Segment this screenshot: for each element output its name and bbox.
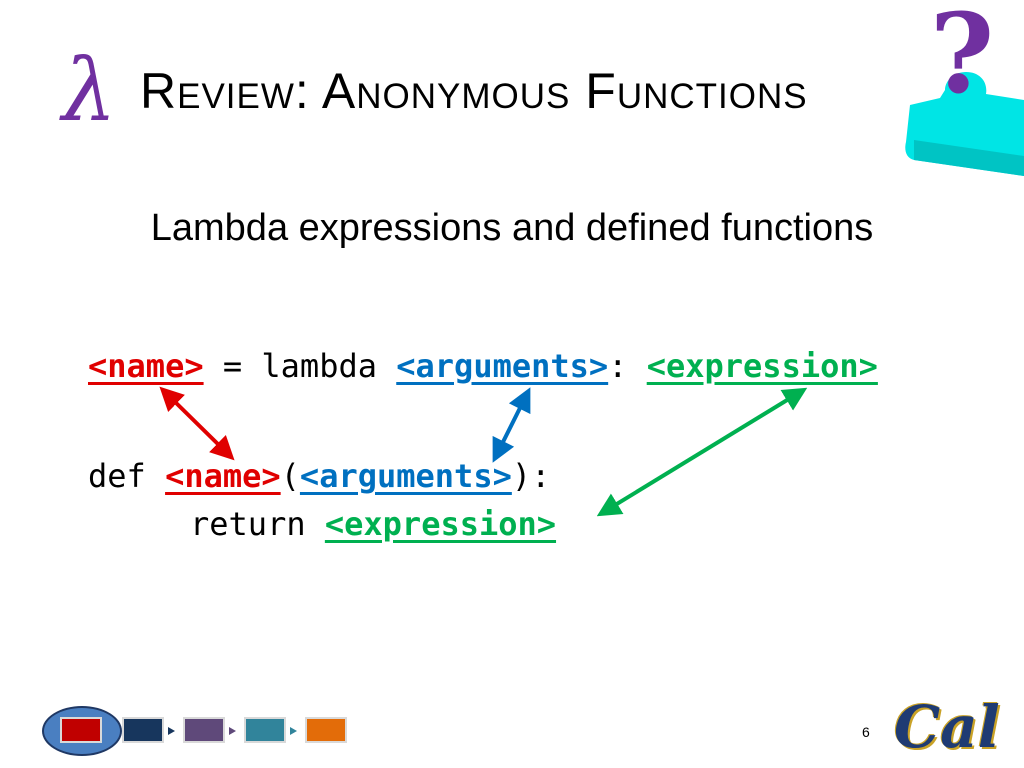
question-figure-shade [914,140,1024,176]
lambda-expression-token: <expression> [646,347,878,385]
nav-section-1[interactable] [60,717,102,743]
question-mark-icon: ? [905,0,1024,176]
page-number: 6 [862,724,870,740]
nav-arrow-4 [290,727,297,735]
nav-section-4[interactable] [244,717,286,743]
question-glyph: ? [930,0,994,118]
def-keyword: def [88,457,166,495]
lambda-assignment-line: <name> = lambda <arguments>: <expression… [88,350,878,382]
def-name-token: <name> [165,457,281,495]
slide-title: Review: Anonymous Functions [140,63,808,119]
lambda-keyword-text: = lambda [203,347,397,385]
lambda-icon: λ [62,41,117,141]
cal-logo: Cal [894,693,1000,761]
slide-navigation [40,704,370,758]
nav-arrow-2 [168,727,175,735]
def-header-line: def <name>(<arguments>): [88,460,550,492]
nav-section-5[interactable] [305,717,347,743]
nav-section-3[interactable] [183,717,225,743]
nav-arrow-1 [106,727,113,735]
expression-link-arrow [596,387,808,517]
slide-subtitle: Lambda expressions and defined functions [150,207,874,249]
nav-section-2[interactable] [122,717,164,743]
lambda-name-token: <name> [88,347,204,385]
arguments-link-arrow [492,387,531,463]
name-link-arrow [159,386,235,461]
return-keyword: return [190,505,325,543]
nav-arrow-3 [229,727,236,735]
return-expression-token: <expression> [324,505,557,543]
def-arguments-token: <arguments> [299,457,512,495]
def-open-paren: ( [280,457,300,495]
def-close-paren: ): [511,457,551,495]
lambda-colon: : [608,347,647,385]
return-line: return <expression> [190,508,556,540]
lambda-arguments-token: <arguments> [396,347,609,385]
